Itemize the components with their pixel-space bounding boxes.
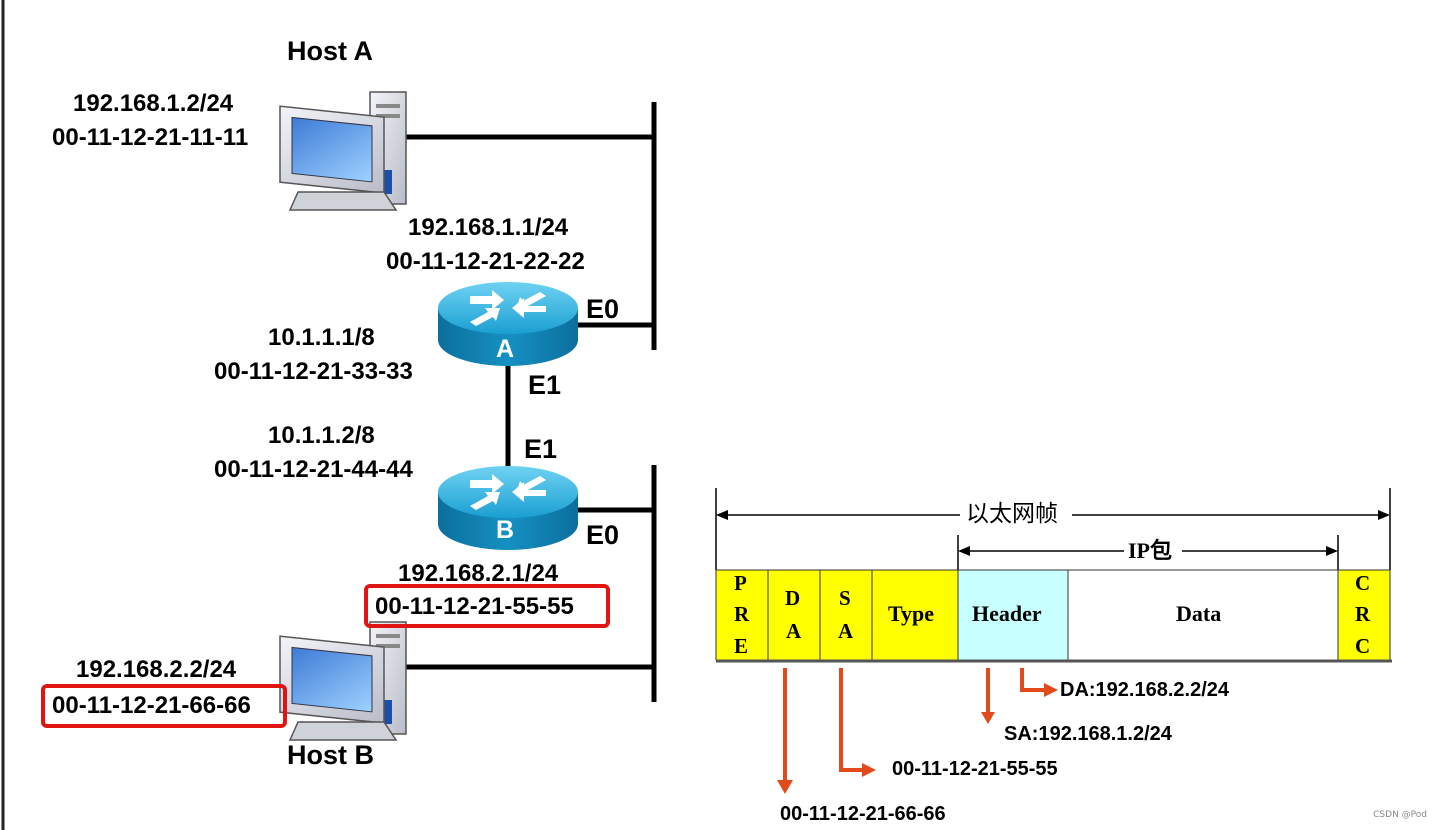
- host-a-mac: 00-11-12-21-11-11: [52, 124, 249, 151]
- ethernet-arrow-left: [716, 510, 728, 520]
- field-sa: [819, 569, 873, 661]
- field-da-text-a: A: [786, 619, 802, 643]
- host-b-mac: 00-11-12-21-66-66: [52, 692, 251, 719]
- ip-packet-label: IP包: [1126, 538, 1175, 563]
- field-sa-text-a: A: [838, 619, 854, 643]
- ip-sa-annotation: SA:192.168.1.2/24: [1004, 723, 1172, 745]
- host-b-computer-icon: [279, 621, 407, 741]
- field-pre-text-r: R: [734, 602, 750, 626]
- field-pre-text-e: E: [734, 634, 749, 658]
- host-a-name: Host A: [287, 36, 373, 66]
- router-a-e1-mac: 00-11-12-21-33-33: [214, 358, 413, 385]
- router-b-e0-mac: 00-11-12-21-55-55: [375, 593, 574, 620]
- ethernet-arrow-right: [1378, 510, 1390, 520]
- host-b-name: Host B: [287, 740, 374, 770]
- router-b-mac-highlight: [364, 584, 610, 628]
- router-a-e0-mac: 00-11-12-21-22-22: [386, 248, 585, 275]
- router-b-e0-label: E0: [586, 520, 620, 550]
- field-pre-text-p: P: [734, 571, 747, 595]
- field-type-text: Type: [888, 601, 935, 626]
- router-b-letter: B: [496, 516, 515, 544]
- field-header-text: Header: [972, 601, 1042, 626]
- ip-arrow-left: [958, 546, 970, 556]
- sa-mac-annotation: 00-11-12-21-55-55: [892, 758, 1058, 780]
- router-a-e1-ip: 10.1.1.1/8: [268, 324, 375, 351]
- host-a-computer-icon: [279, 91, 407, 211]
- ip-da-arrow: [1020, 668, 1044, 692]
- da-mac-annotation: 00-11-12-21-66-66: [780, 803, 946, 825]
- router-b-e1-label: E1: [524, 434, 558, 464]
- field-type: [871, 569, 959, 661]
- router-b-icon: [438, 466, 578, 550]
- field-da: [767, 569, 821, 661]
- field-crc-text-r: R: [1355, 602, 1371, 626]
- router-a-e0-label: E0: [586, 294, 620, 324]
- field-da-text-d: D: [785, 586, 801, 610]
- host-a-ip: 192.168.1.2/24: [73, 90, 234, 117]
- ethernet-frame-label: 以太网帧: [964, 501, 1060, 527]
- field-data-text: Data: [1176, 601, 1222, 626]
- ip-arrow-right: [1326, 546, 1338, 556]
- ip-da-annotation: DA:192.168.2.2/24: [1060, 679, 1230, 701]
- host-b-mac-highlight: [41, 684, 287, 728]
- router-b-e1-mac: 00-11-12-21-44-44: [214, 456, 413, 483]
- field-crc: [1337, 569, 1391, 661]
- field-crc-text-c1: C: [1355, 571, 1371, 595]
- router-b-e1-ip: 10.1.1.2/8: [268, 422, 375, 449]
- router-a-e1-label: E1: [528, 370, 562, 400]
- sa-mac-arrow: [839, 668, 862, 772]
- router-a-e0-ip: 192.168.1.1/24: [408, 214, 569, 241]
- field-crc-text-c2: C: [1355, 634, 1371, 658]
- host-b-ip: 192.168.2.2/24: [76, 656, 237, 683]
- router-b-e0-ip: 192.168.2.1/24: [398, 560, 559, 587]
- watermark: CSDN @Pod: [1373, 810, 1427, 820]
- router-a-letter: A: [496, 335, 515, 363]
- router-a-icon: [438, 282, 578, 366]
- field-pre: [715, 569, 769, 661]
- field-data: [1067, 569, 1339, 661]
- field-sa-text-s: S: [839, 586, 851, 610]
